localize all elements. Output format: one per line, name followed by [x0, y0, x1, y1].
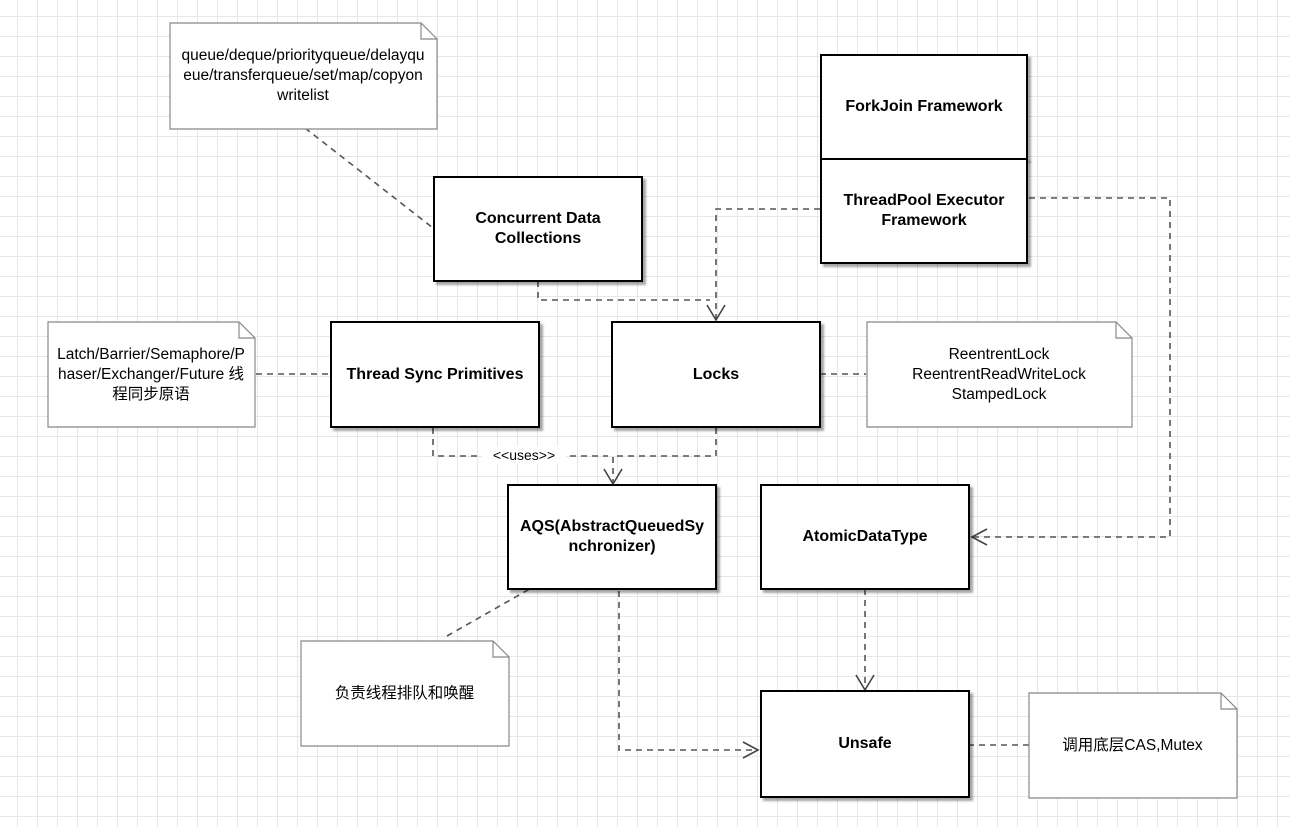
sync-primitives-note: Latch/Barrier/Semaphore/Phaser/Exchanger…: [47, 321, 257, 428]
note-shape: [300, 640, 510, 747]
note-shape: [169, 22, 438, 130]
edge-threadpool-to-atomic: [972, 197, 1171, 538]
uses-edge-label: <<uses>>: [482, 446, 566, 464]
locks-box[interactable]: Locks: [611, 321, 821, 428]
aqs-note-text: 负责线程排队和唤醒: [334, 684, 475, 702]
anchor-collections-note: [304, 127, 434, 229]
threadpool-executor-box[interactable]: ThreadPool Executor Framework: [820, 158, 1028, 264]
note-shape: [1028, 692, 1238, 799]
collections-note-text: queue/deque/priorityqueue/delayqueue/tra…: [181, 47, 425, 104]
arrowhead-atomic: [970, 528, 988, 546]
unsafe-note: 调用底层CAS,Mutex: [1028, 692, 1239, 799]
aqs-note: 负责线程排队和唤醒: [300, 640, 511, 747]
aqs-box[interactable]: AQS(AbstractQueuedSynchronizer): [507, 484, 717, 590]
locks-note: ReentrentLock ReentrentReadWriteLock Sta…: [866, 321, 1134, 428]
collections-note: queue/deque/priorityqueue/delayqueue/tra…: [169, 22, 439, 130]
locks-note-text: ReentrentLock ReentrentReadWriteLock Sta…: [912, 345, 1086, 403]
unsafe-note-text: 调用底层CAS,Mutex: [1062, 736, 1203, 754]
arrowhead-unsafe-left: [742, 741, 760, 759]
unsafe-box[interactable]: Unsafe: [760, 690, 970, 798]
note-shape: [866, 321, 1133, 428]
sync-primitives-note-text: Latch/Barrier/Semaphore/Phaser/Exchanger…: [57, 345, 245, 403]
thread-sync-primitives-box[interactable]: Thread Sync Primitives: [330, 321, 540, 428]
edge-aqs-to-unsafe: [618, 591, 758, 751]
edge-collections-to-locks: [537, 281, 710, 301]
edge-locks-to-aqs: [612, 428, 717, 484]
note-shape: [47, 321, 256, 428]
arrowhead-locks: [706, 304, 726, 322]
atomic-data-type-box[interactable]: AtomicDataType: [760, 484, 970, 590]
forkjoin-framework-box[interactable]: ForkJoin Framework: [820, 54, 1028, 160]
edge-threadpool-to-locks: [715, 208, 820, 320]
concurrent-collections-box[interactable]: Concurrent Data Collections: [433, 176, 643, 282]
